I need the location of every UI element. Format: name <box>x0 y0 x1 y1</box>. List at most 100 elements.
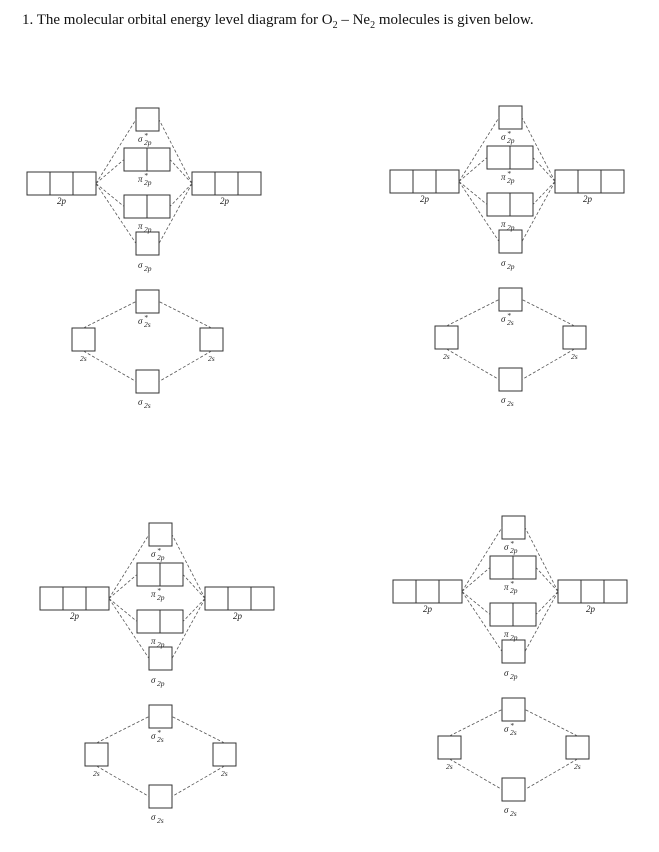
svg-text:σ: σ <box>501 395 506 405</box>
pi-star-2p-box <box>146 147 171 172</box>
svg-text:2s: 2s <box>144 320 151 329</box>
svg-text:σ: σ <box>501 314 506 324</box>
svg-text:σ: σ <box>501 258 506 268</box>
svg-text:π: π <box>501 219 506 229</box>
label-sigma-star-2s: σ*2s <box>138 313 151 329</box>
atomic-2p-box <box>435 169 460 194</box>
label-2p-right: 2p <box>220 196 230 206</box>
pi-star-2p-box <box>486 145 511 170</box>
pi-star-2p-box <box>512 555 537 580</box>
svg-text:σ: σ <box>151 812 156 822</box>
atomic-2p-box <box>392 579 417 604</box>
correlation-line <box>449 758 503 790</box>
label-2s-left: 2s <box>443 352 450 361</box>
svg-text:π: π <box>151 589 156 599</box>
label-2s-right: 2s <box>574 762 581 771</box>
sigma-2s-box <box>148 784 173 809</box>
atomic-2p-box <box>412 169 437 194</box>
correlation-line <box>458 181 500 242</box>
sigma-2s-box <box>498 367 523 392</box>
svg-text:*: * <box>144 313 148 322</box>
svg-text:*: * <box>157 728 161 737</box>
sigma-star-2p-box <box>498 105 523 130</box>
correlation-line <box>182 598 206 622</box>
correlation-line <box>524 591 559 652</box>
pi-2p-box <box>123 194 148 219</box>
atomic-2p-box <box>554 169 579 194</box>
correlation-line <box>169 183 193 207</box>
svg-text:*: * <box>144 131 148 140</box>
correlation-line <box>449 709 503 737</box>
svg-text:π: π <box>504 629 509 639</box>
svg-text:2p: 2p <box>510 586 518 595</box>
atomic-2s-box-left <box>437 735 462 760</box>
svg-text:2p: 2p <box>507 223 515 232</box>
svg-text:σ: σ <box>138 134 143 144</box>
sigma-star-2s-box <box>135 289 160 314</box>
question-dash: – Ne <box>337 12 371 28</box>
correlation-line <box>95 183 125 207</box>
label-pi-star-2p: π*2p <box>138 171 152 187</box>
label-pi-star-2p: π*2p <box>504 579 518 595</box>
svg-text:*: * <box>507 169 511 178</box>
correlation-line <box>96 765 150 797</box>
correlation-line <box>171 716 225 744</box>
correlation-line <box>446 348 500 380</box>
svg-text:*: * <box>510 579 514 588</box>
atomic-2s-box-right <box>565 735 590 760</box>
atomic-2p-box <box>438 579 463 604</box>
atomic-2s-box-right <box>212 742 237 767</box>
svg-text:σ: σ <box>501 132 506 142</box>
svg-text:*: * <box>507 311 511 320</box>
correlation-line <box>108 598 138 622</box>
correlation-line <box>171 598 206 659</box>
svg-text:2p: 2p <box>144 178 152 187</box>
svg-text:*: * <box>507 129 511 138</box>
atomic-2p-box <box>49 171 74 196</box>
subscript-1: 2 <box>332 20 338 31</box>
svg-text:2s: 2s <box>507 318 514 327</box>
atomic-2s-box-right <box>199 327 224 352</box>
pi-star-2p-box <box>159 562 184 587</box>
sigma-star-2p-box <box>501 515 526 540</box>
correlation-line <box>458 157 488 182</box>
pi-2p-box <box>509 192 534 217</box>
sigma-2s-box <box>501 777 526 802</box>
svg-text:σ: σ <box>151 675 156 685</box>
label-pi-star-2p: π*2p <box>151 586 165 602</box>
correlation-line <box>182 574 206 599</box>
pi-2p-box <box>486 192 511 217</box>
svg-text:2p: 2p <box>510 546 518 555</box>
pi-2p-box <box>512 602 537 627</box>
correlation-line <box>521 299 575 327</box>
correlation-line <box>458 181 488 205</box>
sigma-star-2s-box <box>498 287 523 312</box>
svg-text:*: * <box>157 586 161 595</box>
correlation-line <box>108 534 150 599</box>
svg-text:*: * <box>510 539 514 548</box>
svg-text:σ: σ <box>151 549 156 559</box>
svg-text:2p: 2p <box>507 136 515 145</box>
label-2p-left: 2p <box>57 196 67 206</box>
svg-text:σ: σ <box>504 668 509 678</box>
svg-text:σ: σ <box>504 805 509 815</box>
svg-text:σ: σ <box>138 260 143 270</box>
atomic-2p-box <box>250 586 275 611</box>
question-prefix: The molecular orbital energy level diagr… <box>36 12 333 28</box>
correlation-line <box>158 119 193 184</box>
sigma-2p-box <box>498 229 523 254</box>
sigma-star-2s-box <box>501 697 526 722</box>
atomic-2p-box <box>600 169 625 194</box>
